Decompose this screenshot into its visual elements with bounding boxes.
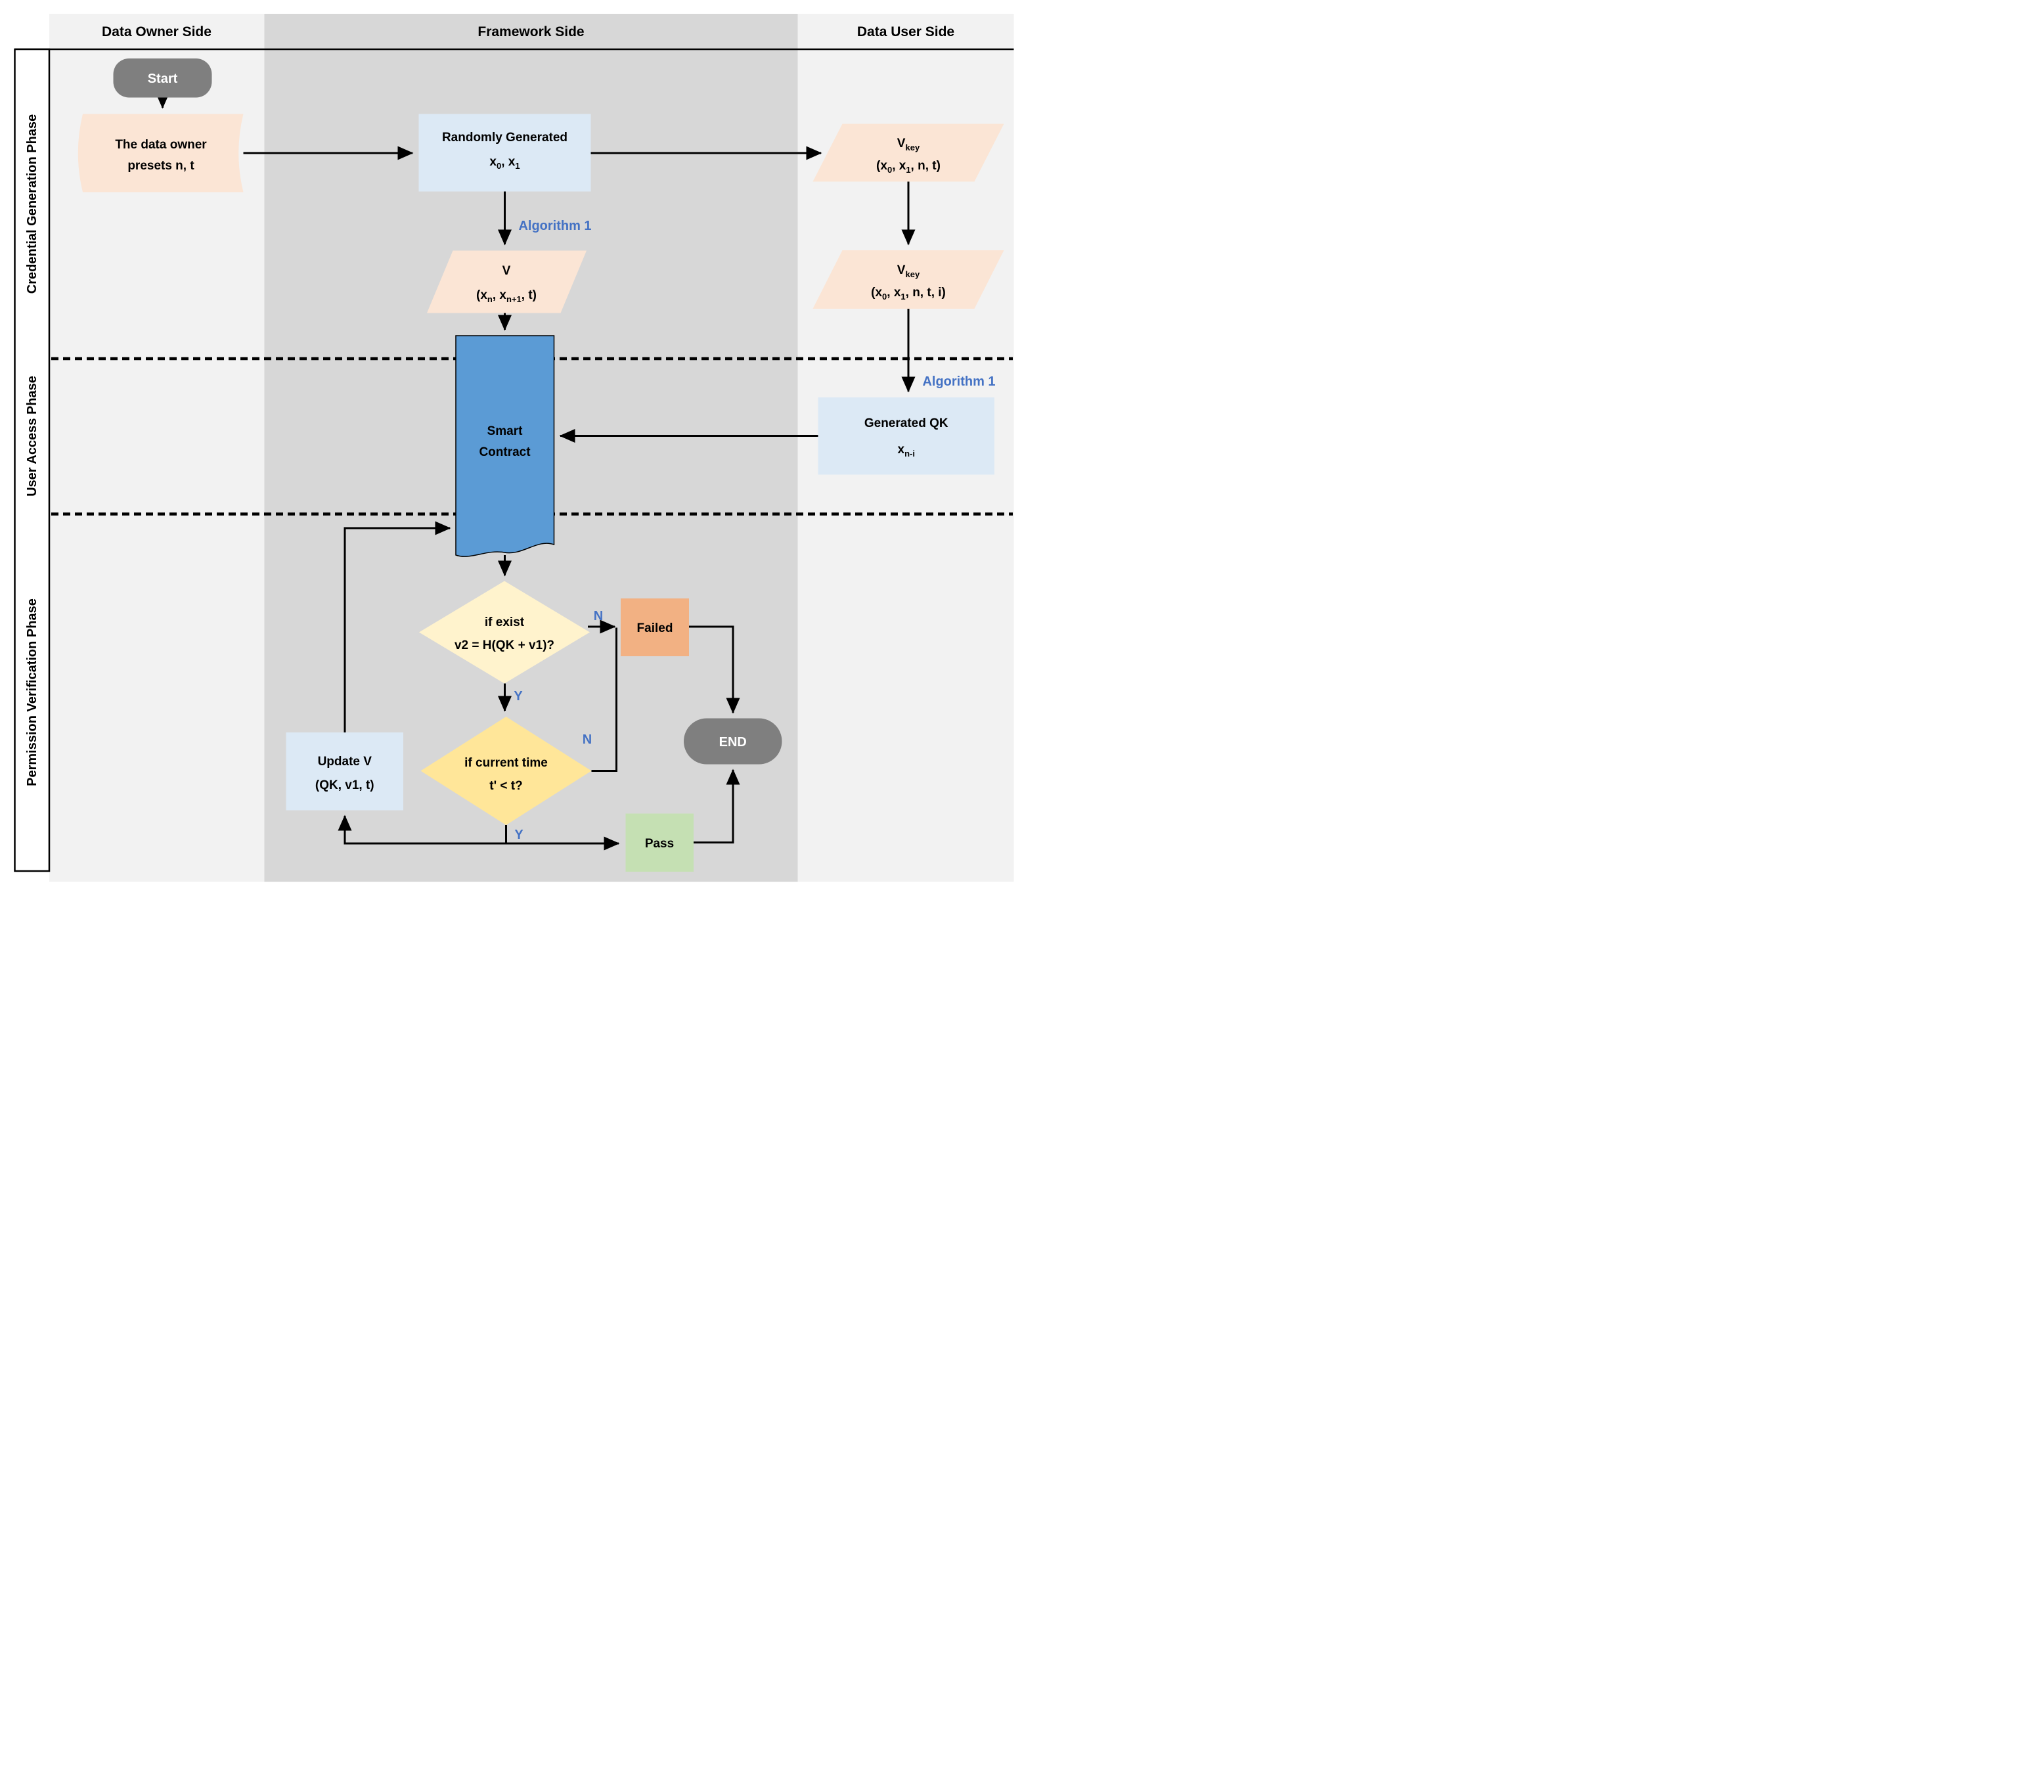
v-label-line2: (xn, xn+1, t) [476,288,537,304]
arrow-update-v-to-smart-contract [344,521,451,732]
vkey1-parallelogram [812,123,1004,182]
preset-label-line1: The data owner [115,138,207,152]
decision1-line1: if exist [485,616,525,629]
arrow-failed-to-end [689,625,740,714]
decision2-line2: t' < t? [489,779,522,793]
failed-box [621,598,689,656]
update-v-line1: Update V [318,755,372,769]
lane-header-data-user: Data User Side [857,24,954,39]
end-label: END [719,735,747,750]
phase-label-credential-generation: Credential Generation Phase [25,114,39,294]
lane-header-data-owner: Data Owner Side [102,24,211,39]
generated-qk-line2: xn-i [898,443,915,459]
vkey1-label-line2: (x0, x1, n, t) [876,159,941,175]
randomly-generated-line1: Randomly Generated [442,131,567,145]
randomly-generated-line2: x0, x1 [489,155,520,171]
decision-if-exist [419,581,590,684]
decision1-no-label: N [594,609,603,623]
v-parallelogram [427,250,587,313]
decision2-no-label: N [583,732,592,747]
decision2-yes-label: Y [514,828,523,842]
smart-contract-line2: Contract [479,445,531,459]
decision2-line1: if current time [464,756,548,770]
lane-header-framework: Framework Side [478,24,584,39]
start-label: Start [148,72,178,86]
decision1-yes-label: Y [514,689,523,704]
phase-label-user-access: User Access Phase [25,376,39,497]
vkey1-label-line1: Vkey [897,137,920,152]
algorithm1-left-label: Algorithm 1 [518,219,591,233]
vkey2-label-line1: Vkey [897,263,920,279]
update-v-line2: (QK, v1, t) [315,778,374,792]
phase-label-permission-verification: Permission Verification Phase [25,598,39,786]
smart-contract-node [455,335,555,557]
vkey2-parallelogram [812,250,1004,309]
decision1-line2: v2 = H(QK + v1)? [455,638,554,652]
arrow-pass-to-end [694,769,740,843]
update-v-box [286,732,403,811]
end-node [684,718,782,765]
start-node [113,58,212,98]
decision-current-time [420,717,592,825]
phase-sidebar [14,48,51,872]
line-d2-no-to-failed-junction [591,627,617,772]
generated-qk-line1: Generated QK [864,416,948,430]
vkey2-label-line2: (x0, x1, n, t, i) [871,286,946,302]
flowchart-canvas: Data Owner Side Framework Side Data User… [14,14,1014,882]
smart-contract-line1: Smart [487,424,523,438]
flowchart-page: Data Owner Side Framework Side Data User… [0,0,1022,896]
pass-box [625,813,694,872]
preset-card [78,114,244,192]
preset-label-line2: presets n, t [127,159,194,173]
randomly-generated-box [418,114,591,192]
generated-qk-box [818,397,994,475]
failed-label: Failed [637,621,673,635]
v-label-line1: V [502,264,511,278]
algorithm1-right-label: Algorithm 1 [922,374,995,389]
pass-label: Pass [645,837,674,851]
